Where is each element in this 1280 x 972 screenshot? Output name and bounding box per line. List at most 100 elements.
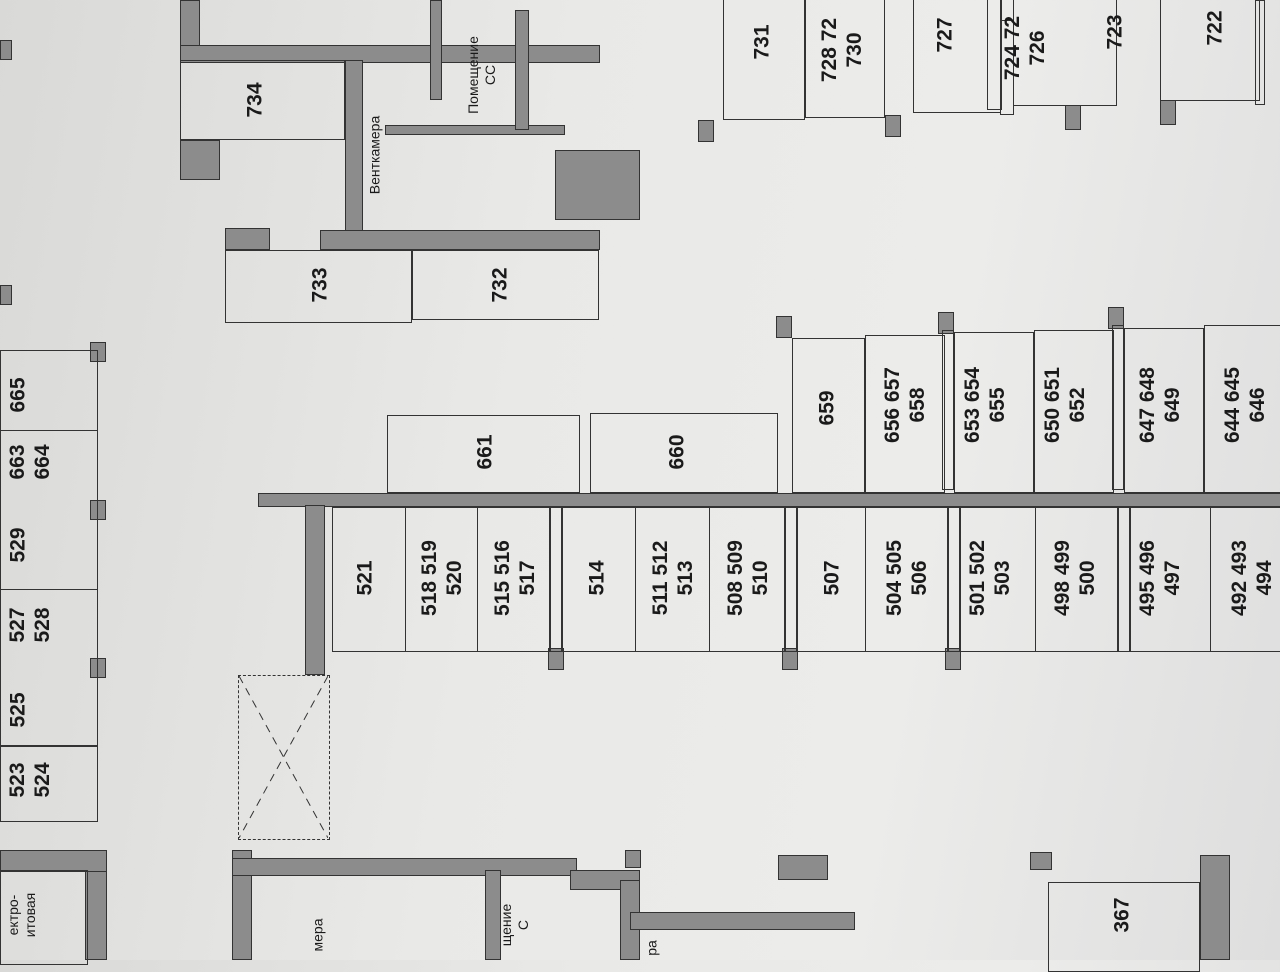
room-label-ra: ра [643, 940, 660, 956]
unit-box [590, 413, 778, 493]
room-label-kamera: мера [309, 918, 326, 952]
unit-box [635, 507, 710, 652]
unit-box [865, 507, 948, 652]
wall-segment [232, 858, 577, 876]
column [938, 312, 954, 334]
unit-box [387, 415, 580, 493]
separator [550, 507, 562, 652]
separator [1118, 507, 1130, 652]
unit-label: 732 [488, 267, 512, 303]
unit-box [1130, 507, 1280, 652]
wall-segment [305, 505, 325, 675]
separator [785, 507, 797, 652]
wall-segment [345, 60, 363, 250]
separator [948, 507, 960, 652]
column [548, 648, 564, 670]
unit-box [792, 338, 865, 493]
column [782, 648, 798, 670]
column [698, 120, 714, 142]
unit-box [405, 507, 478, 652]
unit-box [954, 332, 1034, 493]
wall-segment [515, 10, 529, 130]
unit-box [865, 335, 945, 493]
column [1065, 105, 1081, 130]
unit-label: 529 [6, 527, 30, 563]
column [90, 500, 106, 520]
elevator-shaft [238, 675, 330, 840]
unit-box [1124, 328, 1204, 493]
unit-label: 660 [665, 434, 689, 470]
unit-box [180, 60, 345, 140]
unit-label: 665 [6, 377, 30, 413]
column [90, 658, 106, 678]
separator [942, 330, 954, 490]
unit-box [1160, 0, 1260, 101]
wall-segment [225, 228, 270, 250]
unit-box [1035, 507, 1118, 652]
unit-label: 659 [815, 390, 839, 426]
unit-box [1210, 507, 1280, 652]
unit-box [805, 0, 885, 118]
column [0, 285, 12, 305]
unit-label: 507 [820, 560, 844, 596]
room-label-elektroshchitovaya: ектро-итовая [5, 892, 38, 938]
unit-box [0, 745, 98, 747]
unit-box [1034, 330, 1114, 493]
wall-segment [0, 850, 107, 872]
unit-box [225, 250, 412, 323]
separator [1255, 0, 1265, 105]
room-label-ventkamera: Венткамера [366, 115, 383, 195]
wall-segment [630, 912, 855, 930]
column [90, 342, 106, 362]
unit-label: 367 [1110, 897, 1134, 933]
unit-box [1204, 325, 1280, 493]
central-corridor-wall [258, 493, 1280, 507]
wall-segment [1200, 855, 1230, 960]
unit-label: 727 [933, 17, 957, 53]
separator [1112, 325, 1124, 490]
unit-label: 521 [353, 560, 377, 596]
column [625, 850, 641, 868]
cross-mark-icon [239, 676, 328, 838]
wall-segment [555, 150, 640, 220]
unit-label: 731 [750, 24, 774, 60]
column [945, 648, 961, 670]
unit-box [987, 0, 1002, 110]
wall-segment [778, 855, 828, 880]
wall-segment [320, 230, 600, 250]
column [1160, 100, 1176, 125]
column [776, 316, 792, 338]
unit-box [1013, 0, 1117, 106]
unit-label: 733 [308, 267, 332, 303]
wall-segment [180, 45, 600, 63]
unit-label: 722 [1203, 10, 1227, 46]
unit-label: 525 [6, 692, 30, 728]
unit-box [412, 250, 599, 320]
unit-box [723, 0, 805, 120]
column [1030, 852, 1052, 870]
unit-label: 723 [1103, 14, 1127, 50]
unit-label: 734 [243, 82, 267, 118]
column [1108, 307, 1124, 329]
wall-segment [180, 140, 220, 180]
column [885, 115, 901, 137]
column [0, 40, 12, 60]
